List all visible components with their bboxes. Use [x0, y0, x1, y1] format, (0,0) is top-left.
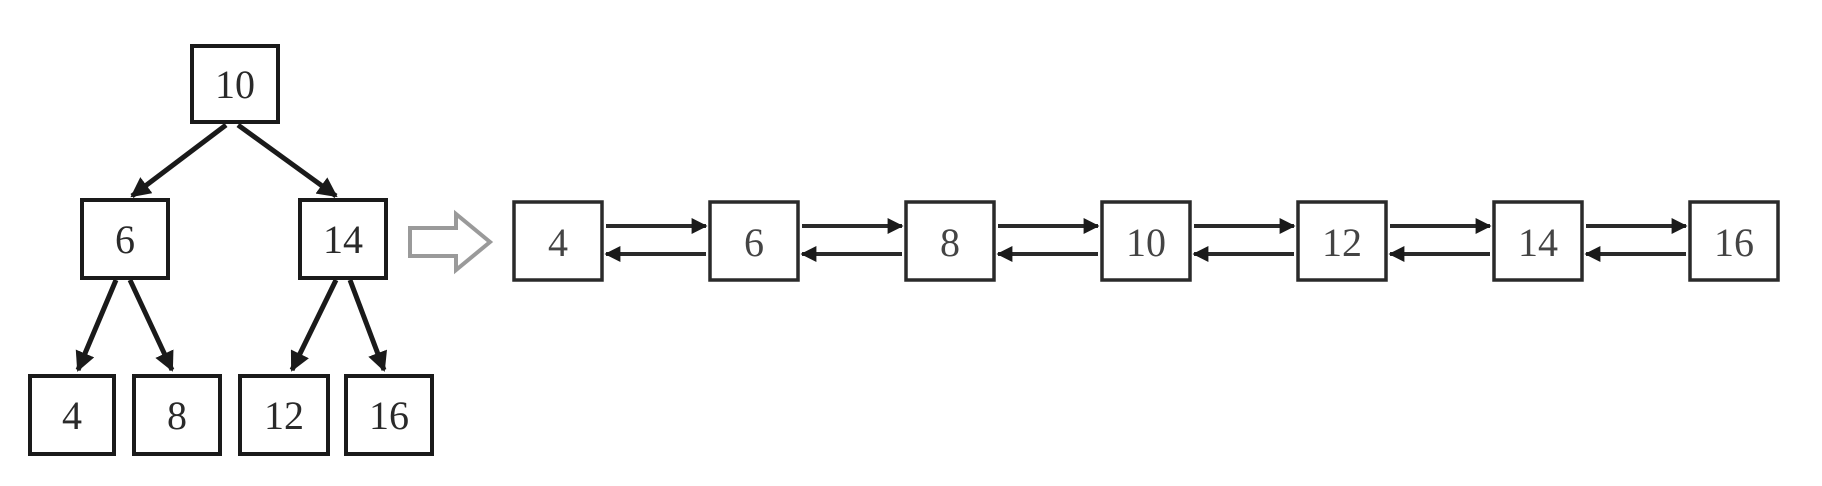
list-node-box [1296, 200, 1388, 282]
list-node-box [1688, 200, 1780, 282]
list-node: 6 [708, 200, 800, 282]
tree-node-root: 10 [190, 44, 280, 124]
list-node-label: 4 [548, 220, 568, 265]
list-node: 12 [1296, 200, 1388, 282]
list-node-box [1492, 200, 1584, 282]
list-node-box [512, 200, 604, 282]
list-node-label: 16 [1714, 220, 1754, 265]
list-node-label: 14 [1518, 220, 1558, 265]
edge-14-16 [347, 279, 387, 372]
tree-node-right-left-label: 12 [264, 393, 304, 438]
tree-node-right-label: 14 [323, 217, 363, 262]
tree-node-right-left: 12 [238, 374, 330, 456]
list-node: 4 [512, 200, 604, 282]
list-node-box [904, 200, 996, 282]
tree-node-right-right-label: 16 [369, 393, 409, 438]
tree-node-left: 6 [80, 198, 170, 280]
edge-14-12 [289, 278, 339, 372]
list-node-label: 6 [744, 220, 764, 265]
edge-10-6 [130, 123, 228, 198]
list-node-label: 10 [1126, 220, 1166, 265]
list-node: 16 [1688, 200, 1780, 282]
tree-node-left-label: 6 [115, 217, 135, 262]
list-node-label: 8 [940, 220, 960, 265]
tree-node-right: 14 [298, 198, 388, 280]
list-node-label: 12 [1322, 220, 1362, 265]
list-node: 8 [904, 200, 996, 282]
edge-6-8 [127, 278, 175, 372]
edge-6-4 [75, 279, 119, 372]
edge-10-14 [236, 122, 338, 199]
tree-node-left-right-label: 8 [167, 393, 187, 438]
tree-node-right-right: 16 [344, 374, 434, 456]
list-node: 14 [1492, 200, 1584, 282]
linked-list: 4 6 8 10 12 14 16 [512, 200, 1780, 282]
tree-node-left-right: 8 [132, 374, 222, 456]
transform-arrow-icon [408, 209, 494, 275]
tree-node-left-left: 4 [28, 374, 116, 456]
tree-node-left-left-label: 4 [62, 393, 82, 438]
list-node-box [1100, 200, 1192, 282]
tree-edges [75, 122, 387, 372]
list-node: 10 [1100, 200, 1192, 282]
tree-node-root-label: 10 [215, 62, 255, 107]
list-node-box [708, 200, 800, 282]
